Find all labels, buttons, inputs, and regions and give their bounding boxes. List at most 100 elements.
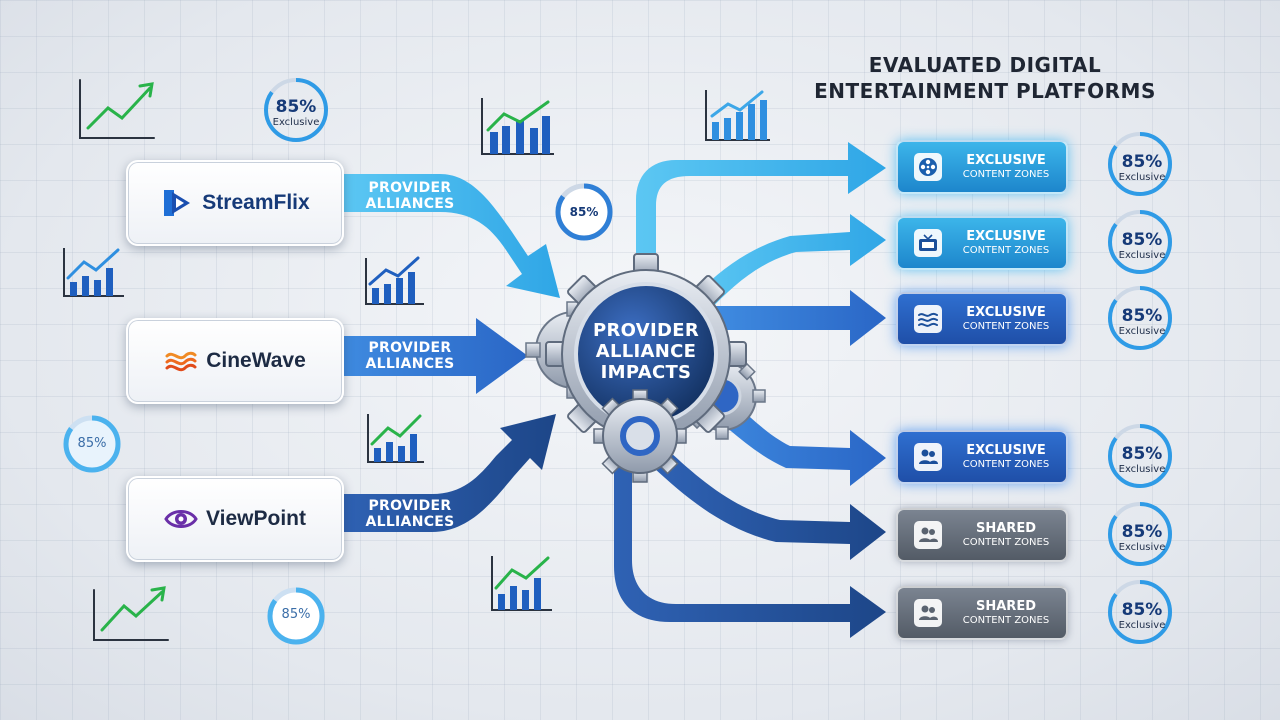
provider-name: ViewPoint [206, 507, 306, 530]
output-arrow-zone-5 [652, 450, 886, 560]
zone-progress-rings [1108, 132, 1172, 644]
percent-caption: Exclusive [1118, 250, 1166, 261]
percent-caption: Exclusive [1118, 464, 1166, 475]
progress-ring [264, 78, 328, 142]
bar-chart-icon [367, 414, 424, 463]
zone-subtitle: CONTENT ZONES [962, 459, 1050, 470]
percent-caption: Exclusive [1118, 172, 1166, 183]
title-line-2: ENTERTAINMENT PLATFORMS [814, 79, 1156, 103]
percent-value: 85% [1121, 444, 1163, 464]
output-arrow-zone-1 [636, 142, 886, 300]
zone-card-5[interactable]: SHARED CONTENT ZONES [896, 508, 1068, 562]
zone-percent-label: 85% Exclusive [1106, 523, 1178, 554]
title-line-1: EVALUATED DIGITAL [868, 53, 1102, 77]
hub-line-3: IMPACTS [600, 362, 692, 383]
percent-caption: Exclusive [272, 117, 320, 128]
percent-caption: Exclusive [1118, 326, 1166, 337]
percent-value: 85% [1121, 230, 1163, 250]
users-icon [914, 443, 942, 471]
input-arrow-cinewave [340, 318, 528, 394]
hub-label: PROVIDER ALLIANCE IMPACTS [566, 320, 726, 383]
zone-subtitle: CONTENT ZONES [962, 321, 1050, 332]
alliance-label: PROVIDER ALLIANCES [355, 180, 465, 212]
hub-line-1: PROVIDER [593, 320, 699, 341]
input-arrow-streamflix [340, 174, 560, 298]
zone-subtitle: CONTENT ZONES [962, 615, 1050, 626]
gear-icon [545, 253, 747, 455]
output-arrow-zone-3 [716, 290, 886, 346]
users-icon [914, 599, 942, 627]
zone-title: EXCLUSIVE [966, 305, 1046, 320]
provider-name: CineWave [206, 349, 306, 372]
zone-percent-label: 85% Exclusive [1106, 601, 1178, 632]
hub-line-2: ALLIANCE [595, 341, 697, 362]
trend-chart-icon [79, 79, 155, 139]
zone-title: EXCLUSIVE [966, 153, 1046, 168]
zone-subtitle: CONTENT ZONES [962, 537, 1050, 548]
output-arrow-zone-4 [694, 380, 886, 486]
bar-chart-icon [491, 556, 552, 611]
users-icon [914, 521, 942, 549]
floating-percent-label: 85% [266, 607, 326, 623]
zone-title: EXCLUSIVE [966, 229, 1046, 244]
percent-value: 85% [275, 97, 317, 117]
percent-value: 85% [1121, 522, 1163, 542]
zone-percent-label: 85% Exclusive [1106, 231, 1178, 262]
gear-icon [593, 389, 687, 483]
zone-card-4[interactable]: EXCLUSIVE CONTENT ZONES [896, 430, 1068, 484]
zone-percent-label: 85% Exclusive [1106, 307, 1178, 338]
progress-ring [267, 587, 325, 645]
zone-card-1[interactable]: EXCLUSIVE CONTENT ZONES [896, 140, 1068, 194]
bar-chart-icon [481, 98, 554, 155]
zone-card-2[interactable]: EXCLUSIVE CONTENT ZONES [896, 216, 1068, 270]
play-logo-icon [164, 190, 191, 216]
film-reel-icon [914, 153, 942, 181]
alliance-label: PROVIDER ALLIANCES [355, 498, 465, 530]
zone-card-3[interactable]: EXCLUSIVE CONTENT ZONES [896, 292, 1068, 346]
percent-caption: Exclusive [1118, 620, 1166, 631]
bar-chart-icon [705, 90, 770, 141]
zone-title: SHARED [976, 599, 1036, 614]
eye-logo-icon [164, 510, 198, 528]
alliance-line-2: ALLIANCES [365, 196, 455, 212]
waves-icon [914, 305, 942, 333]
alliance-line-1: PROVIDER [368, 340, 452, 356]
input-arrow-viewpoint [340, 414, 556, 532]
progress-ring [63, 415, 121, 473]
progress-ring [555, 183, 613, 241]
zone-subtitle: CONTENT ZONES [962, 169, 1050, 180]
floating-percent-label: 85% Exclusive [260, 98, 332, 129]
provider-card-cinewave[interactable]: CineWave [126, 318, 344, 404]
output-arrow-zone-2 [690, 214, 886, 312]
tv-icon [914, 229, 942, 257]
percent-value: 85% [281, 607, 311, 622]
wave-logo-icon [165, 351, 197, 372]
alliance-line-1: PROVIDER [368, 180, 452, 196]
bar-chart-icon [365, 256, 424, 305]
zone-percent-label: 85% Exclusive [1106, 153, 1178, 184]
page-title: EVALUATED DIGITAL ENTERTAINMENT PLATFORM… [790, 52, 1180, 104]
zone-percent-label: 85% Exclusive [1106, 445, 1178, 476]
provider-card-viewpoint[interactable]: ViewPoint [126, 476, 344, 562]
alliance-line-1: PROVIDER [368, 498, 452, 514]
zone-card-6[interactable]: SHARED CONTENT ZONES [896, 586, 1068, 640]
bar-chart-icon [63, 248, 124, 297]
percent-value: 85% [1121, 600, 1163, 620]
alliance-line-2: ALLIANCES [365, 514, 455, 530]
zone-subtitle: CONTENT ZONES [962, 245, 1050, 256]
percent-value: 85% [1121, 306, 1163, 326]
provider-card-streamflix[interactable]: StreamFlix [126, 160, 344, 246]
provider-name: StreamFlix [202, 191, 310, 214]
alliance-label: PROVIDER ALLIANCES [355, 340, 465, 372]
zone-title: SHARED [976, 521, 1036, 536]
floating-percent-label: 85% [62, 436, 122, 452]
percent-value: 85% [77, 436, 107, 451]
zone-title: EXCLUSIVE [966, 443, 1046, 458]
percent-caption: Exclusive [1118, 542, 1166, 553]
output-arrow-zone-6 [614, 440, 886, 638]
alliance-line-2: ALLIANCES [365, 356, 455, 372]
percent-value: 85% [569, 205, 599, 219]
trend-chart-icon [93, 586, 169, 641]
floating-percent-label: 85% [558, 205, 610, 219]
